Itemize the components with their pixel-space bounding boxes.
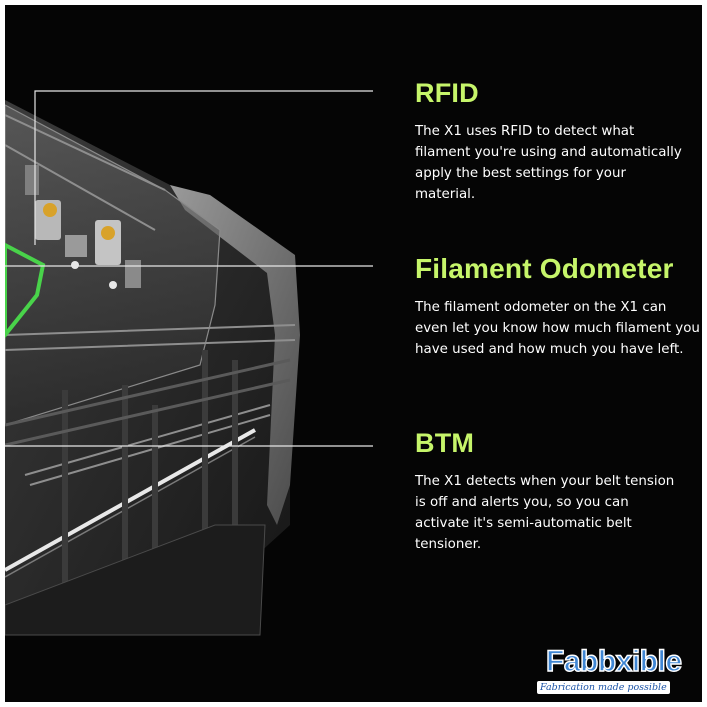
fabbxible-logo: Fabbxible Fabrication made possible	[535, 644, 700, 700]
feature-title: RFID	[415, 78, 479, 108]
frame-pillar	[170, 185, 300, 525]
feature-btm: BTM The X1 detects when your belt tensio…	[415, 428, 685, 555]
linear-rod	[5, 428, 256, 572]
rfid-highlight	[5, 242, 46, 339]
feature-description: The X1 uses RFID to detect what filament…	[415, 124, 682, 202]
feature-title: Filament Odometer	[415, 253, 674, 284]
logo-tagline: Fabrication made possible	[537, 681, 670, 694]
feature-title: BTM	[415, 428, 475, 458]
feature-description: The filament odometer on the X1 can even…	[415, 300, 700, 357]
callout-line-rfid	[34, 90, 373, 245]
logo-wordmark: Fabbxible	[545, 644, 682, 678]
frame-struts	[62, 350, 238, 625]
lower-cabinet	[5, 524, 266, 636]
feature-filament-odometer: Filament Odometer The filament odometer …	[415, 253, 700, 360]
gantry-rails	[5, 114, 296, 486]
infographic-panel: RFID The X1 uses RFID to detect what fil…	[5, 5, 702, 702]
printer-illustration	[5, 90, 373, 636]
feature-description: The X1 detects when your belt tension is…	[415, 474, 675, 552]
feature-rfid: RFID The X1 uses RFID to detect what fil…	[415, 78, 685, 205]
